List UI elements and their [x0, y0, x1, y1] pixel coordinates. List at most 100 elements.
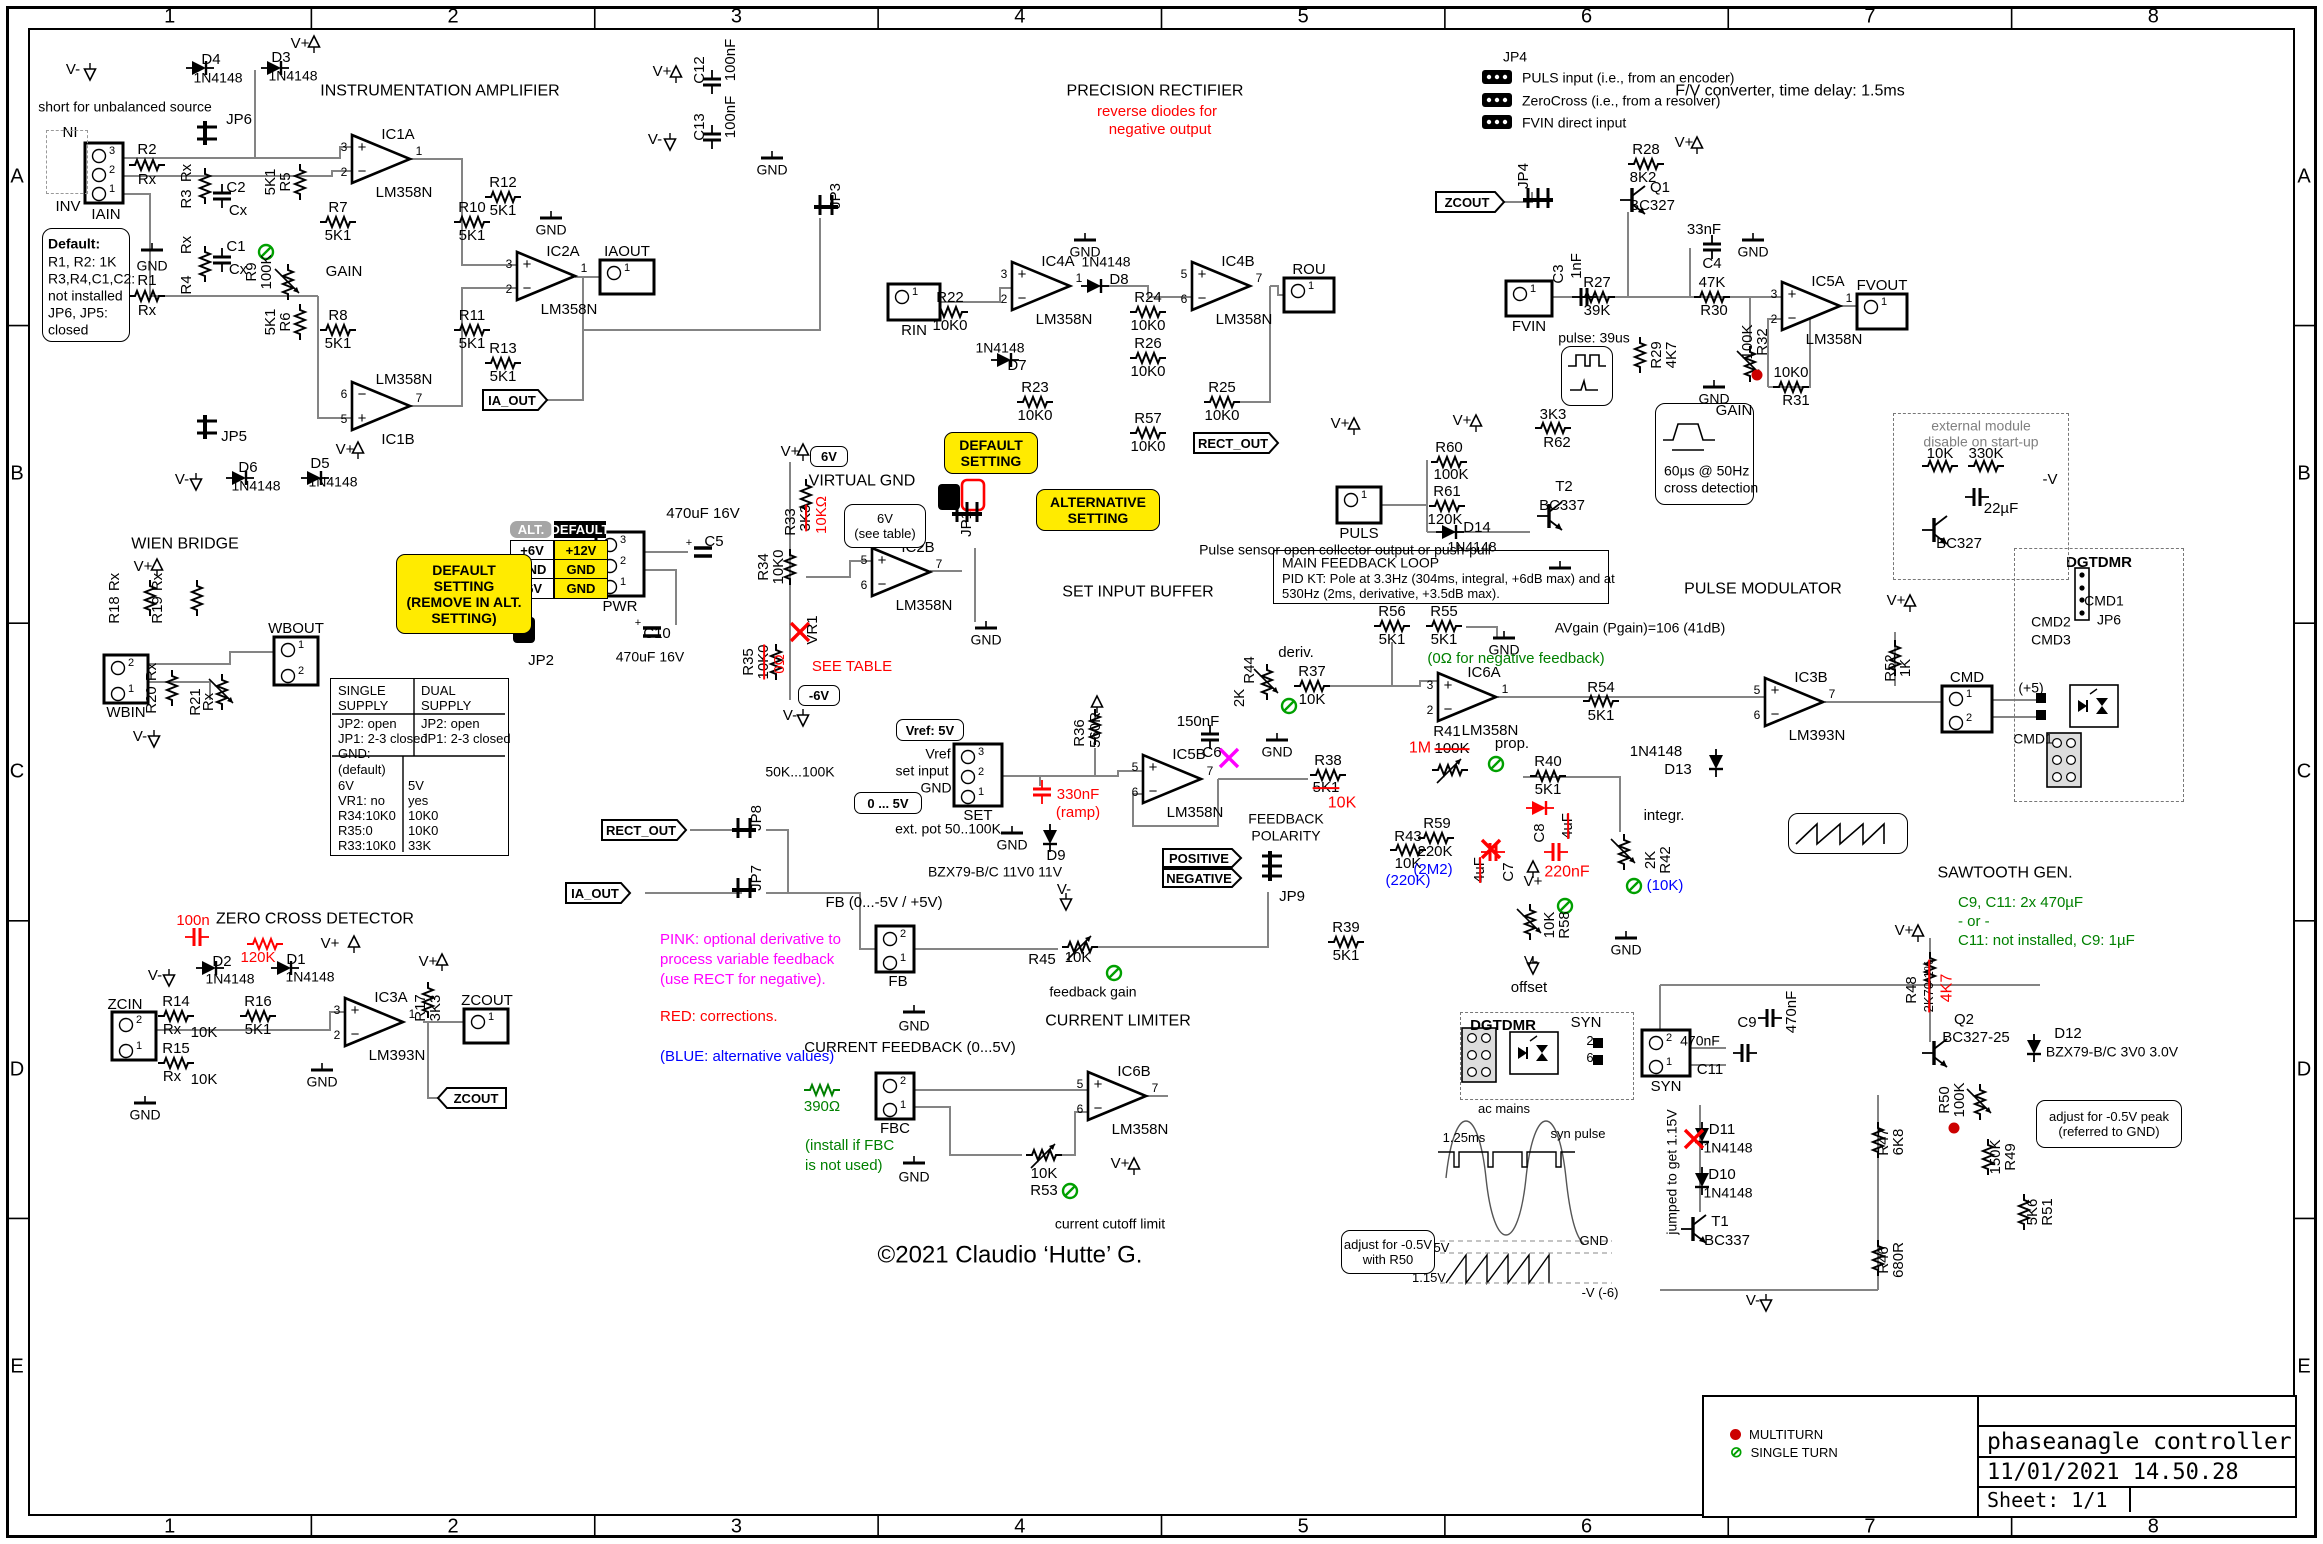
svg-text:1: 1 [1308, 280, 1314, 292]
lbl-inv: INV [55, 198, 81, 216]
label-107: GND [129, 1106, 161, 1123]
svg-text:3: 3 [341, 140, 348, 154]
connector-label-RIN: RIN [901, 322, 927, 339]
opamp-name-IC3A: IC3A [374, 989, 407, 1006]
opamp-name-IC3B: IC3B [1794, 669, 1827, 686]
svg-text:1: 1 [624, 262, 630, 274]
C4-part [1703, 235, 1721, 259]
svg-text:−: − [878, 576, 887, 593]
label-82: 10K0 [1130, 438, 1166, 456]
R2-part [129, 157, 165, 173]
svg-text:2: 2 [1001, 292, 1008, 306]
D4-part [186, 61, 214, 75]
connector-label-SYN: SYN [1651, 1078, 1682, 1095]
sq-part [1593, 1055, 1603, 1065]
legend-multiturn-label: MULTITURN [1749, 1426, 1824, 1442]
vd-part [189, 473, 203, 492]
label-117: Rx [200, 692, 218, 712]
R17-part [420, 982, 436, 1018]
vu-part [307, 34, 321, 53]
wire-5 [410, 158, 517, 266]
x-c6-part [1218, 747, 1240, 769]
label-276: BC337 [1539, 497, 1585, 515]
sec-wien: WIEN BRIDGE [131, 535, 239, 553]
label-334: syn pulse [1550, 1126, 1606, 1142]
label-356: 10K0 [408, 823, 439, 839]
Q1-part [1620, 185, 1646, 215]
label-358: 33K [408, 838, 432, 854]
opamp-part-IC2A: LM358N [541, 301, 598, 318]
jp4-legend-fvin-part [1482, 115, 1512, 129]
label-150: R44 [1241, 656, 1259, 684]
R6-part [292, 304, 308, 340]
label-79: R26 [1134, 335, 1162, 353]
svg-text:7: 7 [1152, 1081, 1159, 1095]
schematic-datetime: 11/01/2021 14.50.28 [1979, 1458, 2295, 1488]
opamp-name-IC6A: IC6A [1467, 664, 1500, 681]
label-47: V+ [335, 441, 355, 459]
vu-part [1090, 694, 1104, 713]
label-46: 1N4148 [308, 473, 358, 490]
callout-6v-table: 6V(see table) [844, 504, 926, 548]
R26-part [1130, 350, 1166, 366]
label-313: 6K8 [1890, 1128, 1908, 1156]
label-80: 10K0 [1130, 363, 1166, 381]
C-22uF-part [1965, 488, 1989, 506]
label-302: Q2 [1953, 1011, 1975, 1029]
label-292: CMD2 [2031, 613, 2071, 630]
grid-col-4-top: 4 [1014, 5, 1026, 28]
opamp-name-IC5A: IC5A [1811, 273, 1844, 290]
C13-part [703, 125, 721, 149]
label-127: 3K3 [797, 504, 815, 532]
svg-text:NEGATIVE: NEGATIVE [1166, 871, 1232, 886]
chip-gnd-6: GND [554, 559, 608, 580]
label-260: GAIN [1715, 402, 1753, 420]
label-148: GND [1488, 641, 1520, 658]
label-189: 220nF [1544, 863, 1590, 881]
label-114: R20 [143, 686, 161, 714]
o-part [1105, 964, 1123, 982]
label-206: R45 [1028, 951, 1056, 969]
C6-part [1201, 725, 1219, 749]
label-173: 1M [1408, 739, 1432, 757]
label-289: DGTDMR [2066, 554, 2132, 572]
svg-text:5: 5 [1754, 683, 1761, 697]
svg-text:2: 2 [341, 165, 348, 179]
svg-text:IA_OUT: IA_OUT [571, 886, 619, 901]
label-99: Rx [162, 1068, 182, 1086]
label-153: 10K [1298, 691, 1326, 709]
svg-text:+: + [1198, 266, 1207, 283]
R34-part [782, 549, 798, 585]
vu-part [1690, 135, 1704, 154]
label-215: GND [898, 1017, 930, 1034]
label-217: process variable feedback [660, 951, 835, 969]
connector-label-IAOUT: IAOUT [604, 243, 650, 260]
label-224: is not used) [805, 1157, 883, 1175]
label-288: CMD1 [2013, 730, 2053, 747]
label-170: R38 [1314, 752, 1342, 770]
label-62: 100nF [722, 95, 740, 139]
label-233: PID KT: Pole at 3.3Hz (304ms, integral, … [1282, 571, 1615, 587]
o-part [1280, 697, 1298, 715]
chip-vref: Vref: 5V [896, 719, 964, 741]
label-155: C6 [1202, 744, 1222, 762]
jp4-legend-zerocross-part [1482, 93, 1512, 107]
label-33: 5K1 [324, 227, 352, 245]
svg-text:+: + [1149, 759, 1158, 776]
label-345: JP1: 2-3 closed [338, 731, 428, 747]
label-51: 5K1 [458, 335, 486, 353]
label-244: Q1 [1649, 179, 1671, 197]
label-184: (2M2) [1413, 861, 1453, 879]
label-152: R37 [1298, 663, 1326, 681]
callout-default-setting-jp1-line-0: DEFAULT [959, 437, 1023, 453]
label-139: Pulse sensor open collector output or pu… [1199, 541, 1491, 558]
label-60: V- [647, 131, 663, 149]
R52-part [1887, 640, 1903, 676]
opamp-name-IC4B: IC4B [1221, 253, 1254, 270]
R61-part [1429, 498, 1465, 514]
